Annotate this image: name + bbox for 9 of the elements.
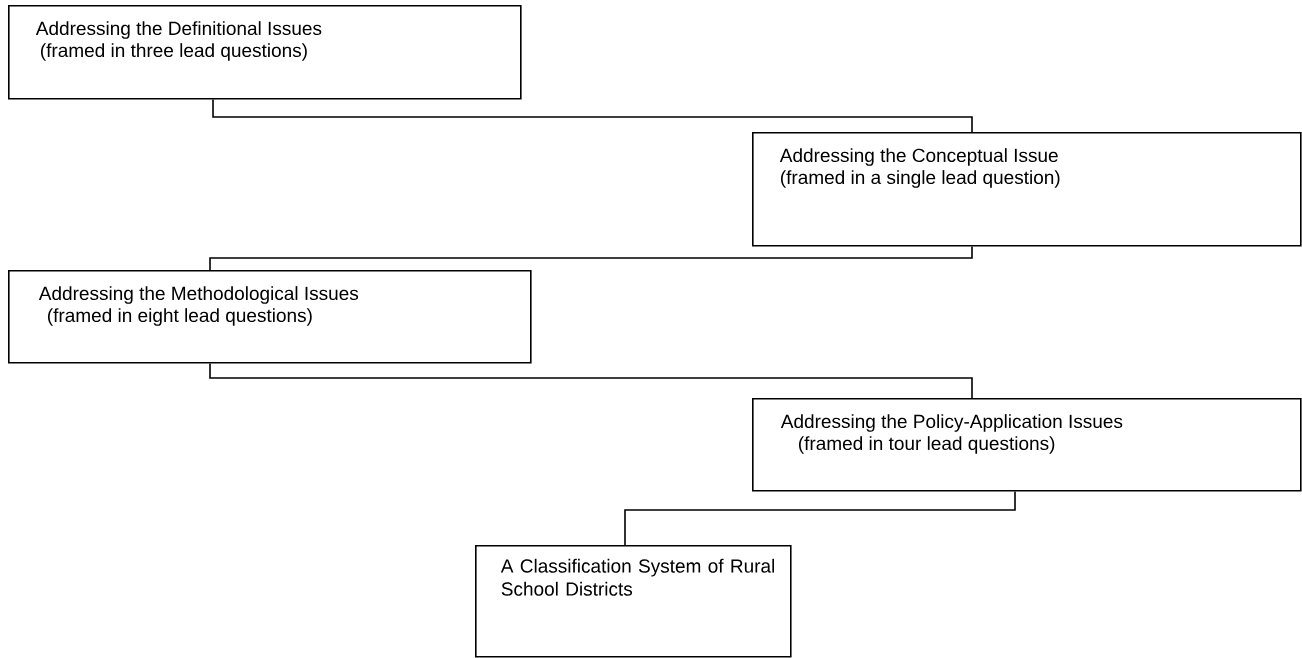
connector-line [624,490,1016,546]
process-box: Addressing the Definitional Issues (framed in three lead questions) [8,5,522,100]
connector-line [212,98,973,133]
connector-line [209,245,973,271]
connector-line [209,362,973,399]
process-box: A Classification System of Rural School Districts [475,545,792,658]
process-box: Addressing the Conceptual Issue (framed in a single lead question) [752,132,1302,247]
process-box: Addressing the Policy-Application Issues (framed in tour lead questions) [752,398,1302,492]
process-box: Addressing the Methodological Issues (framed in eight lead questions) [8,270,532,364]
